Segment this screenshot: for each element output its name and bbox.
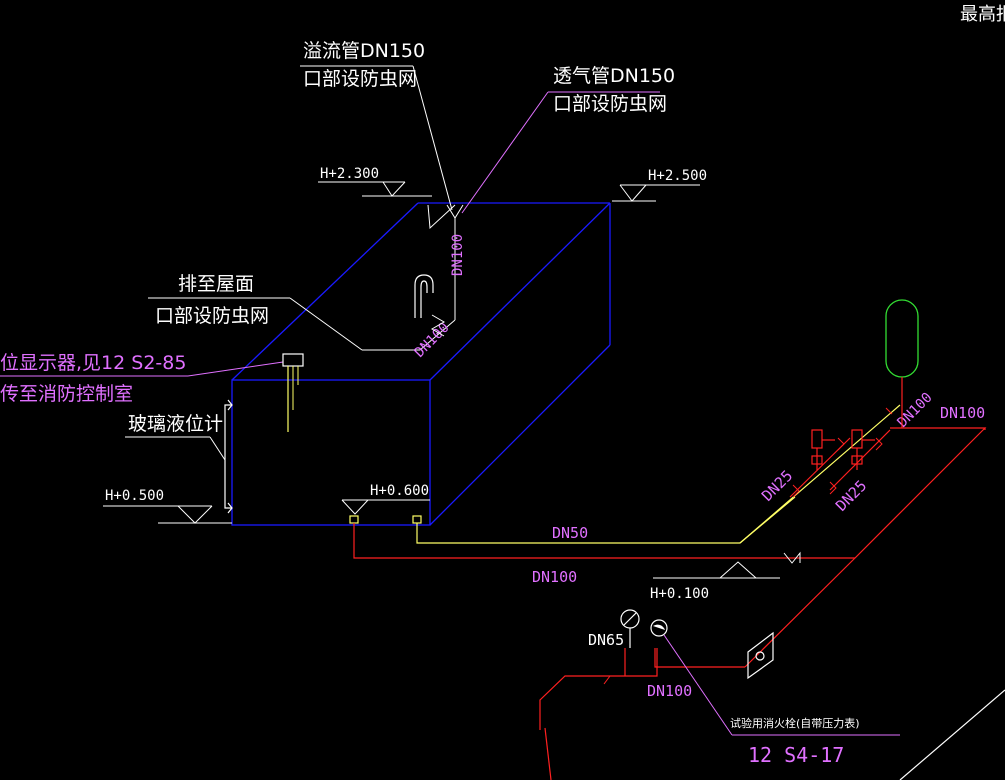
drain-label: 排至屋面 [178,273,254,295]
flow-meter-icon [747,631,774,680]
dn100-low-label: DN100 [647,682,692,700]
drain-callout: 排至屋面 口部设防虫网 [148,273,363,351]
test-hydrant-label: 试验用消火栓(自带压力表) [730,716,860,730]
overflow-mesh-label: 口部设防虫网 [303,68,417,90]
level-mark-h2500: H+2.500 [612,168,707,202]
level-h0600-text: H+0.600 [370,483,429,499]
test-hydrant-callout: 试验用消火栓(自带压力表) 12 S4-17 [663,634,900,767]
level-sensor-icon [282,353,304,432]
ref-label: 12 S4-17 [748,743,844,767]
dn65-label: DN65 [588,631,624,649]
pressure-gauge-icon [620,609,640,648]
level-mark-h0100: H+0.100 [650,561,780,602]
dn50-label: DN50 [552,524,588,542]
indicator-callout: 位显示器,见12 S2-85 传至消防控制室 [0,352,284,405]
vent-label: 透气管DN150 [553,65,675,87]
check-valve-icon [783,551,801,564]
glass-gauge-callout: 玻璃液位计 [125,413,226,461]
indicator-label: 位显示器,见12 S2-85 [0,352,186,374]
indicator-signal-label: 传至消防控制室 [0,383,133,405]
overflow-label: 溢流管DN150 [303,40,425,62]
level-h0500-text: H+0.500 [105,488,164,504]
glass-gauge-icon [224,399,233,514]
top-right-label: 最高报 [960,4,1005,25]
test-hydrant-icon [650,619,668,637]
dn100-vertical-label: DN100 [450,234,466,276]
outlet-fittings [349,515,422,524]
level-mark-h0600: H+0.600 [341,483,430,515]
vent-mesh-label: 口部设防虫网 [553,93,667,115]
level-mark-h0500: H+0.500 [103,488,232,524]
dn100-diagonal-label: DN100 [412,320,453,361]
valve-cluster-icon [792,407,893,498]
water-tank [231,202,611,526]
vent-hook-icon [414,274,434,318]
pipe-dn50 [416,404,901,544]
overflow-pipe [362,204,464,351]
vent-callout: 透气管DN150 口部设防虫网 [461,65,675,214]
pump-icon-right [851,429,875,470]
arrow-mark [603,675,611,685]
valve-icon [431,314,445,337]
level-h2300-text: H+2.300 [320,166,379,182]
overflow-callout: 溢流管DN150 口部设防虫网 [300,40,453,211]
level-h0100-text: H+0.100 [650,586,709,602]
dn100-right2-label: DN100 [895,390,936,431]
glass-gauge-label: 玻璃液位计 [128,413,223,435]
pump-icon-left [811,429,835,470]
level-mark-h2300: H+2.300 [318,166,432,197]
drain-mesh-label: 口部设防虫网 [155,305,269,327]
pressure-tank-icon [885,299,919,378]
dn100-bottom-label: DN100 [532,568,577,586]
pipe-dn100-red [353,427,1005,780]
level-h2500-text: H+2.500 [648,168,707,184]
dn100-right-label: DN100 [940,404,985,422]
